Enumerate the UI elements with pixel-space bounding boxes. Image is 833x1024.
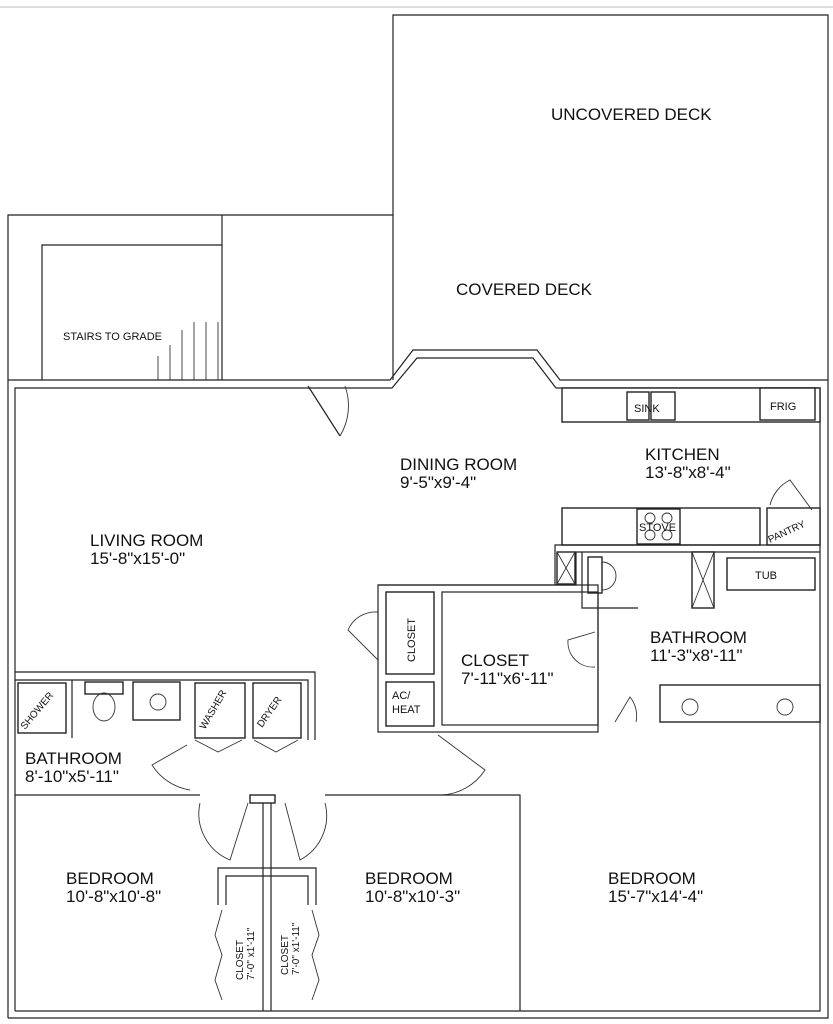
small-bathroom: SHOWER WASHER DRYER BATHROOM 8'-10"x5'-1… (15, 671, 316, 791)
dining-room-size: 9'-5"x9'-4" (400, 473, 476, 492)
closet-size: 7'-11"x6'-11" (461, 669, 554, 688)
kitchen-name: KITCHEN (645, 445, 720, 464)
bedroom-3-name: BEDROOM (608, 869, 696, 888)
bedroom-1-size: 10'-8"x10'-8" (66, 887, 161, 906)
ac-heat-label-1: AC/ (392, 690, 411, 702)
kitchen: SINK FRIG STOVE PANTRY KITCHEN 13'-8"x8'… (561, 387, 821, 546)
stairs: STAIRS TO GRADE (41, 215, 223, 380)
exterior-walls (7, 349, 829, 1019)
closet-a-size: 7'-0" x1'-11" (246, 927, 257, 980)
living-room-size: 15'-8"x15'-0" (90, 549, 185, 568)
closet-a-name: CLOSET (235, 940, 246, 980)
closet-name: CLOSET (461, 651, 529, 670)
stove-label: STOVE (639, 522, 676, 534)
dining-room-name: DINING ROOM (400, 455, 517, 474)
small-closet-label: CLOSET (406, 618, 418, 662)
closet-b-size: 7'-0" x1'-11" (291, 922, 302, 975)
tub-label: TUB (755, 570, 777, 582)
living-room-name: LIVING ROOM (90, 531, 203, 550)
entry-door[interactable] (307, 385, 349, 437)
uncovered-deck-label: UNCOVERED DECK (551, 105, 712, 124)
main-bathroom: TUB BATHROOM 11'-3"x8'-11" (378, 544, 821, 723)
bath-small-name: BATHROOM (25, 749, 122, 768)
covered-deck-label: COVERED DECK (456, 280, 593, 299)
bath-main-size: 11'-3"x8'-11" (650, 646, 743, 665)
bedroom-walls: CLOSET 7'-0" x1'-11" CLOSET 7'-0" x1'-11… (15, 794, 521, 1011)
frig-label: FRIG (770, 401, 796, 413)
bath-small-size: 8'-10"x5'-11" (25, 767, 119, 786)
uncovered-deck: UNCOVERED DECK (7, 14, 829, 380)
bedroom-3-size: 15'-7"x14'-4" (608, 887, 703, 906)
bedroom-1-name: BEDROOM (66, 869, 154, 888)
sink-label: SINK (634, 403, 660, 415)
stairs-label: STAIRS TO GRADE (63, 331, 162, 343)
closet-b-name: CLOSET (280, 935, 291, 975)
bedroom-2-name: BEDROOM (365, 869, 453, 888)
bedroom-2-size: 10'-8"x10'-3" (365, 887, 460, 906)
closet-block: CLOSET AC/ HEAT CLOSET 7'-11"x6'-11" (347, 584, 599, 796)
covered-deck: COVERED DECK (456, 280, 593, 299)
bath-main-name: BATHROOM (650, 628, 747, 647)
ac-heat-label-2: HEAT (392, 704, 421, 716)
kitchen-size: 13'-8"x8'-4" (645, 463, 731, 482)
